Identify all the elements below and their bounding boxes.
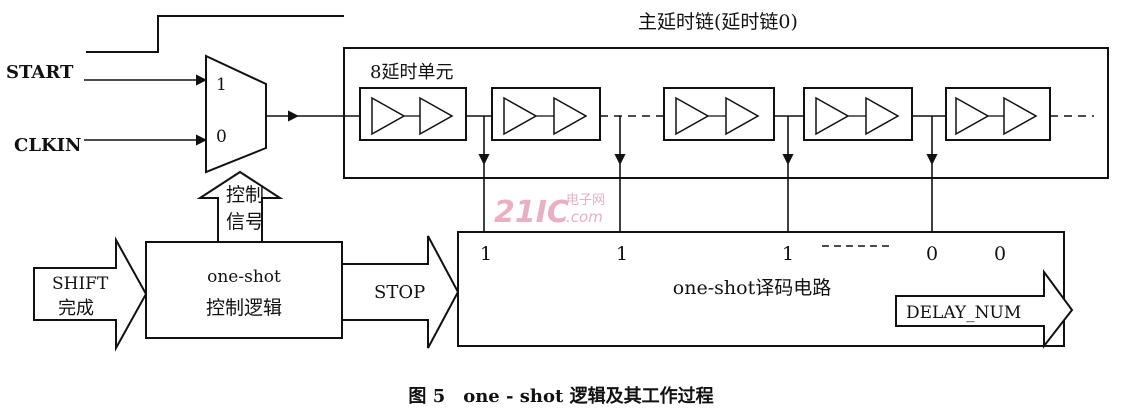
decoder-label: one-shot译码电路 xyxy=(673,277,831,299)
mux-input-1: 1 xyxy=(216,75,227,95)
decoder-bit-5: 0 xyxy=(994,243,1006,265)
svg-text:电子网: 电子网 xyxy=(566,193,605,208)
control-block-title: one-shot xyxy=(207,267,281,287)
clkin-label: CLKIN xyxy=(14,135,82,156)
chain-title: 主延时链(延时链0) xyxy=(638,11,798,33)
stop-label: STOP xyxy=(374,282,425,303)
decoder-bit-4: 0 xyxy=(926,243,938,265)
mux xyxy=(205,54,267,174)
watermark: 21IC 电子网 .com xyxy=(494,193,605,230)
start-waveform xyxy=(86,15,344,53)
main-delay-chain-box xyxy=(343,47,1109,179)
delay-unit-label: 8延时单元 xyxy=(370,62,453,83)
start-label: START xyxy=(6,62,74,83)
control-signal-arrow xyxy=(196,170,284,243)
delay-unit-4 xyxy=(803,87,913,141)
mux-input-0: 0 xyxy=(216,127,227,147)
delay-unit-3 xyxy=(663,87,775,141)
decoder-bit-1: 1 xyxy=(480,243,492,265)
svg-text:.com: .com xyxy=(566,208,603,226)
control-block-subtitle: 控制逻辑 xyxy=(206,297,282,319)
one-shot-control-block xyxy=(145,241,343,339)
control-signal-label-1: 控制 xyxy=(226,184,264,206)
svg-text:21IC: 21IC xyxy=(494,195,569,230)
delay-num-arrow xyxy=(895,268,1074,349)
decoder-bit-3: 1 xyxy=(782,243,794,265)
delay-unit-1 xyxy=(359,87,467,141)
shift-done-arrow xyxy=(33,236,148,352)
figure-caption: 图 5 one - shot 逻辑及其工作过程 xyxy=(408,385,713,407)
shift-label: SHIFT xyxy=(52,274,109,294)
delay-unit-5 xyxy=(945,87,1051,141)
control-signal-label-2: 信号 xyxy=(226,211,264,233)
shift-done-label: 完成 xyxy=(58,298,94,319)
tap-lines xyxy=(478,116,938,232)
decoder-bit-2: 1 xyxy=(616,243,628,265)
stop-arrow xyxy=(341,235,460,349)
delay-num-label: DELAY_NUM xyxy=(906,303,1021,323)
delay-unit-2 xyxy=(491,87,601,141)
